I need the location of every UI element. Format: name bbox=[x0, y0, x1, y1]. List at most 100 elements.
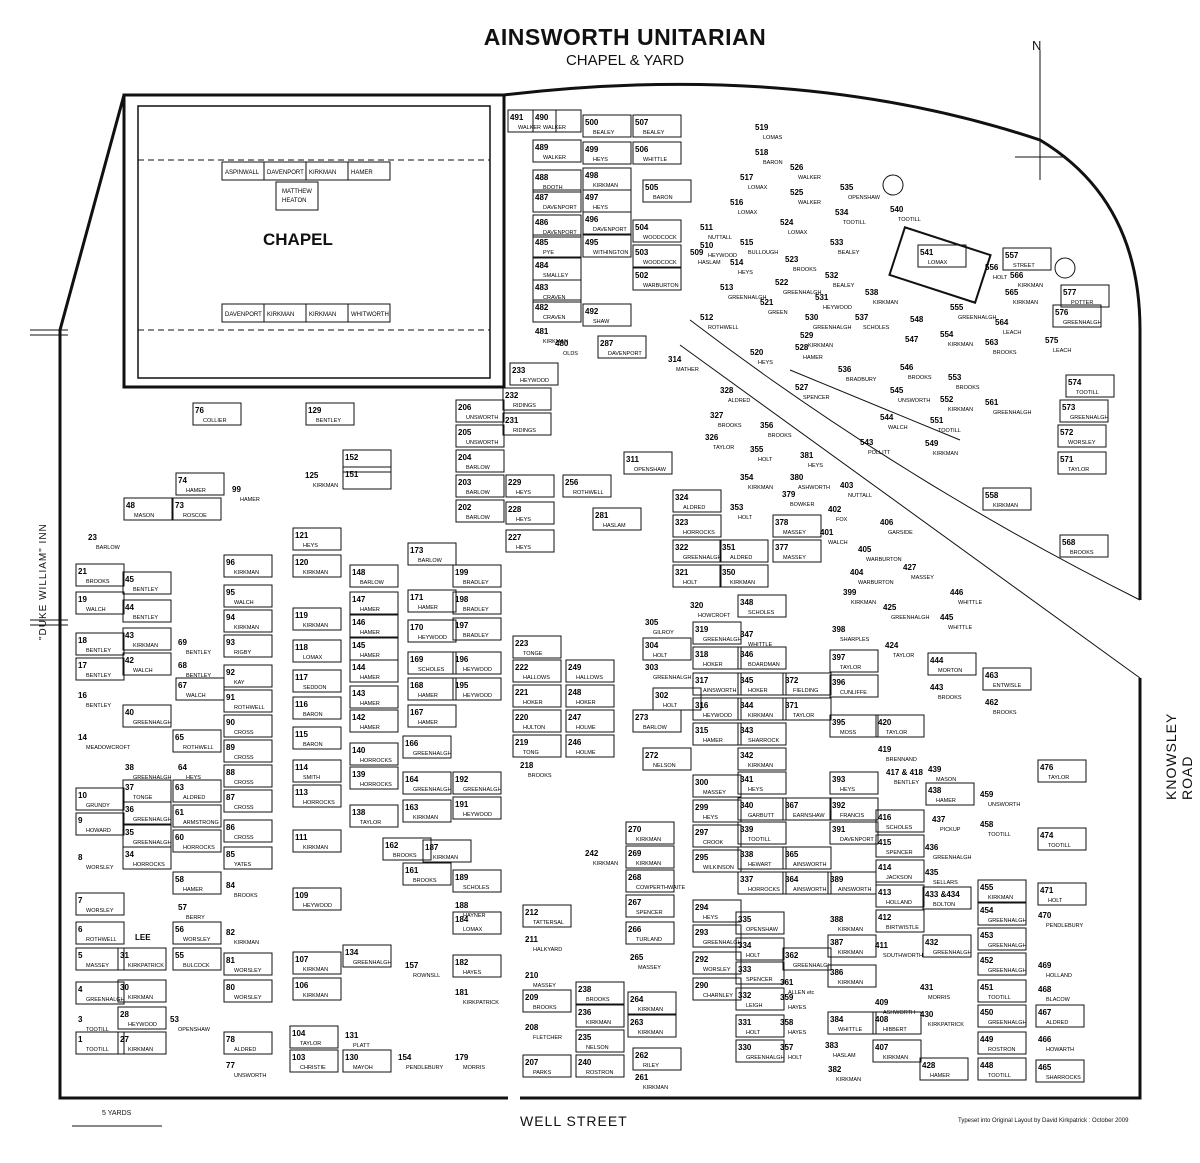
grave-outline bbox=[349, 564, 399, 588]
grave-surname: MASSEY bbox=[533, 983, 556, 989]
grave-number: 246 bbox=[568, 738, 582, 747]
grave-number: 77 bbox=[226, 1061, 235, 1070]
grave-surname: ROTHWELL bbox=[183, 745, 214, 751]
grave-outline bbox=[407, 651, 457, 675]
grave-outline bbox=[172, 921, 222, 945]
grave-outline bbox=[575, 981, 625, 1005]
grave-surname: WARBURTON bbox=[643, 283, 679, 289]
grave-outline bbox=[692, 621, 742, 645]
grave-surname: KIRKMAN bbox=[638, 1030, 663, 1036]
grave-number: 154 bbox=[398, 1053, 412, 1062]
grave-surname: HEYWOOD bbox=[703, 713, 732, 719]
grave-number: 249 bbox=[568, 663, 582, 672]
grave-surname: TAYLOR bbox=[1068, 467, 1089, 473]
grave-surname: FIELDING bbox=[793, 688, 818, 694]
grave-surname: ALDRED bbox=[683, 505, 705, 511]
grave-number: 432 bbox=[925, 938, 939, 947]
grave-surname: GREENHALGH bbox=[133, 840, 172, 846]
grave-surname: LEACH bbox=[1053, 348, 1071, 354]
grave-number: 533 bbox=[830, 238, 844, 247]
grave-number: 145 bbox=[352, 641, 366, 650]
grave-surname: HOLT bbox=[683, 580, 698, 586]
grave-outline bbox=[123, 497, 173, 521]
grave-surname: HEYS bbox=[738, 270, 753, 276]
grave-outline bbox=[1057, 451, 1107, 475]
grave-number: 489 bbox=[535, 143, 549, 152]
grave-number: 92 bbox=[226, 668, 235, 677]
grave-outline bbox=[597, 335, 647, 359]
grave-number: 125 bbox=[305, 471, 319, 480]
grave-outline bbox=[582, 114, 632, 138]
chapel-pew-name: DAVENPORT bbox=[225, 312, 262, 318]
grave-surname: HALKYARD bbox=[533, 947, 562, 953]
grave-surname: SHARROCK bbox=[748, 738, 780, 744]
grave-outline bbox=[1035, 1059, 1085, 1083]
grave-surname: HOWARTH bbox=[1046, 1047, 1074, 1053]
grave-outline bbox=[1065, 374, 1115, 398]
grave-surname: HOLT bbox=[758, 457, 773, 463]
grave-outline bbox=[782, 697, 832, 721]
grave-number: 30 bbox=[120, 983, 129, 992]
grave-number: 347 bbox=[740, 630, 754, 639]
grave-number: 566 bbox=[1010, 271, 1024, 280]
grave-outline bbox=[292, 639, 342, 663]
grave-number: 371 bbox=[785, 701, 799, 710]
grave-outline bbox=[407, 677, 457, 701]
grave-number: 134 bbox=[345, 948, 359, 957]
grave-surname: WILKINSON bbox=[703, 865, 734, 871]
grave-surname: KIRKMAN bbox=[730, 580, 755, 586]
grave-surname: HEYWOOD bbox=[128, 1022, 157, 1028]
grave-outline bbox=[829, 649, 879, 673]
grave-surname: OPENSHAW bbox=[634, 467, 667, 473]
grave-outline bbox=[223, 764, 273, 788]
grave-outline bbox=[175, 677, 225, 701]
grave-number: 169 bbox=[410, 655, 424, 664]
grave-number: 103 bbox=[292, 1053, 306, 1062]
grave-number: 356 bbox=[760, 421, 774, 430]
grave-surname: WALCH bbox=[133, 668, 153, 674]
grave-number: 147 bbox=[352, 595, 366, 604]
grave-outline bbox=[782, 797, 832, 821]
grave-number: 263 bbox=[630, 1018, 644, 1027]
grave-outline bbox=[782, 947, 832, 971]
grave-surname: TAYLOR bbox=[300, 1041, 321, 1047]
grave-surname: LOMAX bbox=[928, 260, 948, 266]
grave-number: 451 bbox=[980, 983, 994, 992]
grave-number: 90 bbox=[226, 718, 235, 727]
grave-surname: GILROY bbox=[653, 630, 674, 636]
grave-surname: WORSLEY bbox=[86, 908, 114, 914]
map-title: AINSWORTH UNITARIAN bbox=[483, 24, 767, 50]
grave-outline bbox=[175, 472, 225, 496]
grave-surname: PENDLEBURY bbox=[1046, 923, 1084, 929]
chapel-pew-name: DAVENPORT bbox=[267, 170, 304, 176]
grave-number: 481 bbox=[535, 327, 549, 336]
grave-outline bbox=[652, 687, 702, 711]
grave-surname: HIBBERT bbox=[883, 1027, 907, 1033]
chapel-memorial-name: HEATON bbox=[282, 198, 306, 204]
grave-outline bbox=[505, 529, 555, 553]
